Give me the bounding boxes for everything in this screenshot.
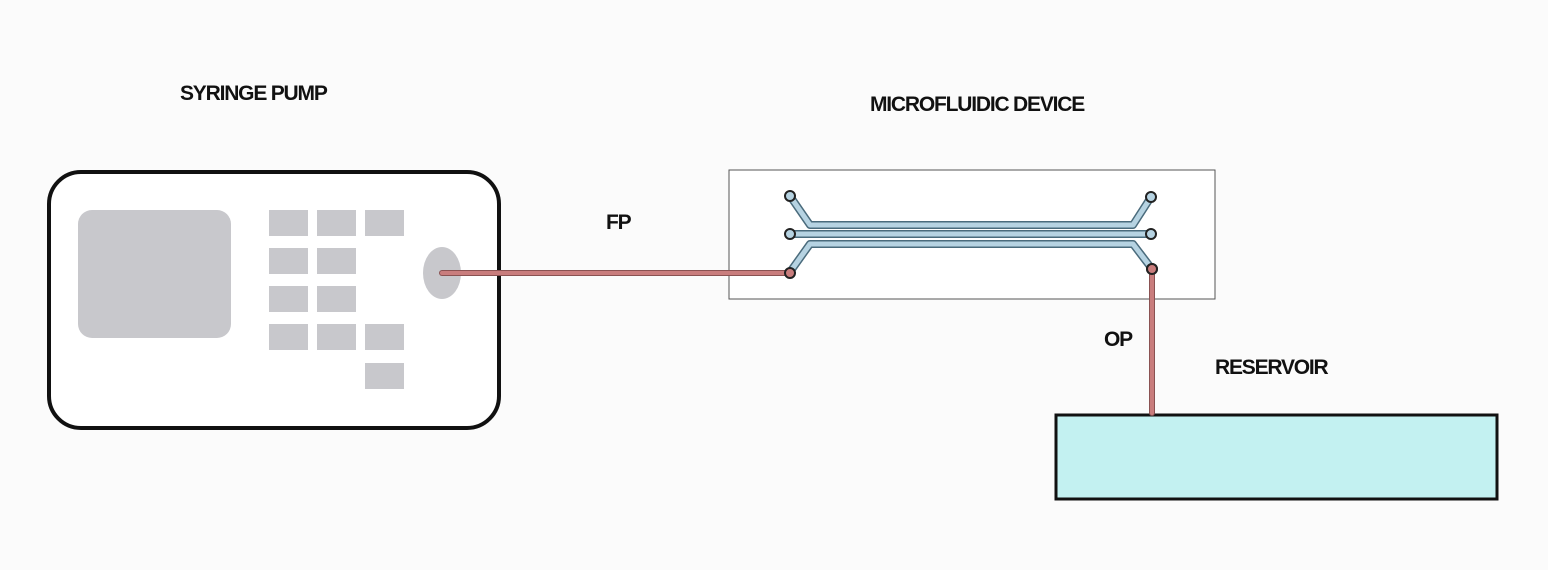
pump-keypad: [269, 210, 404, 389]
circle-port-icon: [784, 190, 796, 202]
fp-label: FP: [606, 211, 632, 234]
circle-port-icon: [784, 228, 796, 240]
pump-display: [78, 210, 231, 338]
circle-port-icon: [784, 267, 796, 279]
circle-port-icon: [1145, 228, 1157, 240]
reservoir-label: RESERVOIR: [1215, 356, 1329, 379]
syringe-pump: [47, 170, 501, 430]
tubing: [439, 266, 1155, 416]
circle-port-icon: [1145, 191, 1157, 203]
op-label: OP: [1104, 328, 1133, 351]
keypad-key: [365, 324, 404, 350]
channel-bottom-fill: [787, 241, 1155, 275]
keypad-key: [269, 248, 308, 274]
keypad-key: [317, 286, 356, 312]
reservoir-tank: [1054, 413, 1499, 501]
syringe-pump-label: SYRINGE PUMP: [180, 82, 328, 105]
keypad-key: [269, 210, 308, 236]
microfluidic-device: [728, 169, 1216, 300]
keypad-key: [365, 210, 404, 236]
channel-top-fill: [787, 193, 1154, 228]
microfluidic-device-label: MICROFLUIDIC DEVICE: [870, 93, 1085, 116]
circle-port-icon: [1146, 263, 1158, 275]
keypad-key: [365, 363, 404, 389]
device-channels: [786, 192, 1156, 276]
keypad-key: [317, 324, 356, 350]
keypad-key: [317, 248, 356, 274]
keypad-key: [269, 286, 308, 312]
keypad-key: [317, 210, 356, 236]
keypad-key: [269, 324, 308, 350]
